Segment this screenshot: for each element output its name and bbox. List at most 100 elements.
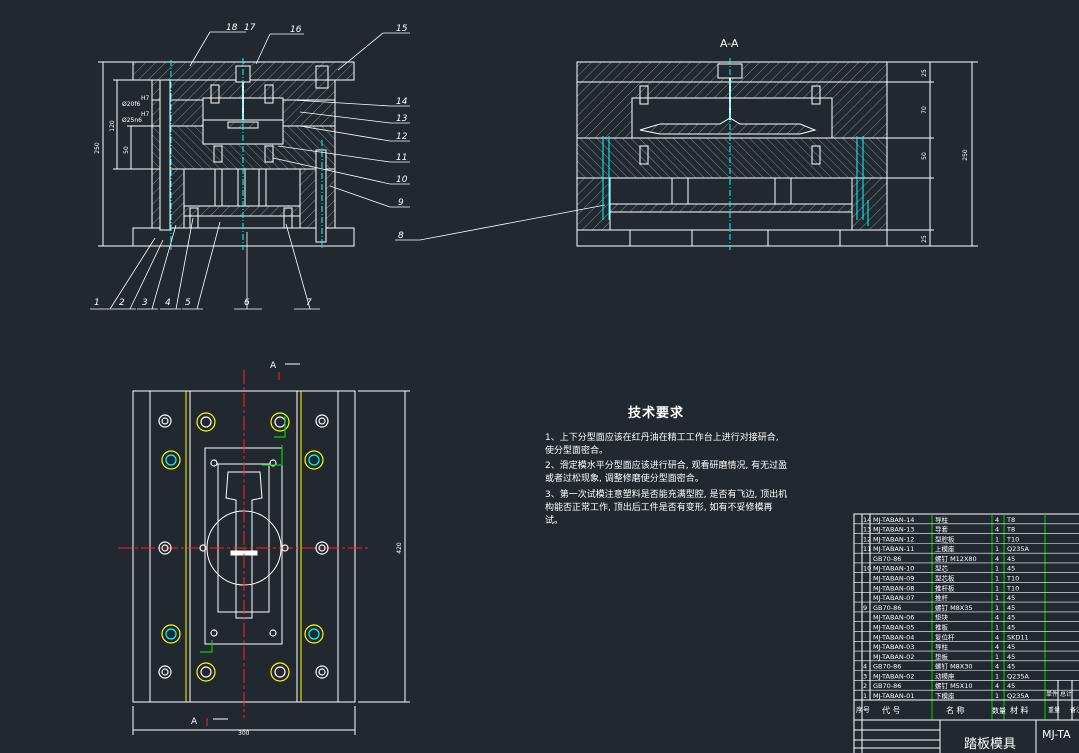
bom-cell-qty: 1 bbox=[995, 604, 999, 612]
bom-cell-name: 型腔板 bbox=[935, 534, 955, 543]
front-section-view bbox=[98, 58, 355, 250]
bom-cell-name: 型芯 bbox=[935, 564, 949, 573]
bom-cell-mat: 45 bbox=[1007, 623, 1015, 631]
bom-cell-qty: 1 bbox=[995, 594, 999, 602]
bom-header-mat: 材 料 bbox=[1010, 705, 1029, 715]
bom-cell-mat: T10 bbox=[1006, 575, 1019, 583]
tech-line-1: 1、上下分型面应该在红丹油在精工工作台上进行对接研合, bbox=[545, 433, 779, 443]
dim-sect-bottom: 25 bbox=[921, 235, 928, 243]
bom-cell-code: MJ-TABAN-03 bbox=[873, 643, 914, 651]
bom-cell-code: GB70-86 bbox=[873, 663, 901, 671]
bom-cell-mat: 45 bbox=[1007, 653, 1015, 661]
bom-cell-qty: 1 bbox=[995, 575, 999, 583]
bom-cell-code: MJ-TABAN-02 bbox=[873, 653, 914, 661]
bom-header-name: 名 称 bbox=[946, 705, 965, 715]
bom-cell-code: MJ-TABAN-12 bbox=[873, 535, 914, 543]
balloon-5: 5 bbox=[185, 298, 191, 308]
bom-cell-qty: 1 bbox=[995, 623, 999, 631]
bom-cell-no: 4 bbox=[863, 663, 867, 671]
section-arrow-label-bottom: A bbox=[191, 717, 198, 727]
bom-cell-no: 13 bbox=[863, 526, 871, 534]
bom-cell-code: MJ-TABAN-01 bbox=[873, 692, 914, 700]
bom-header: 序号 代 号 名 称 数量 材 料 单件 总计 重量 备注 踏板模具 MJ-TA bbox=[856, 690, 1079, 752]
bom-cell-code: GB70-86 bbox=[873, 555, 901, 563]
bom-cell-code: MJ-TABAN-10 bbox=[873, 565, 914, 573]
bom-cell-mat: 45 bbox=[1007, 565, 1015, 573]
balloon-7: 7 bbox=[306, 298, 312, 308]
bom-cell-no: 10 bbox=[863, 565, 871, 573]
bom-cell-qty: 4 bbox=[995, 633, 999, 641]
bom-cell-qty: 4 bbox=[995, 516, 999, 524]
bom-cell-name: 导套 bbox=[935, 525, 949, 534]
bom-cell-no: 1 bbox=[863, 692, 867, 700]
bom-cell-code: MJ-TABAN-04 bbox=[873, 633, 914, 641]
tech-line-4: 或者过松现象, 调整修磨使分型面密合。 bbox=[545, 474, 704, 484]
bom-cell-qty: 1 bbox=[995, 692, 999, 700]
tech-requirements-title: 技术要求 bbox=[628, 406, 685, 421]
bom-cell-mat: 45 bbox=[1007, 555, 1015, 563]
bom-cell-no: 14 bbox=[863, 516, 871, 524]
part-balloons: 18 17 16 15 14 13 12 11 10 9 8 1 2 3 4 5… bbox=[94, 23, 408, 308]
balloon-3: 3 bbox=[142, 298, 148, 308]
section-arrow-label-top: A bbox=[270, 361, 277, 371]
plan-labels: A A 300 420 bbox=[191, 361, 403, 737]
tech-line-2: 使分型面密合。 bbox=[545, 446, 609, 456]
balloon-16: 16 bbox=[290, 25, 302, 35]
balloon-13: 13 bbox=[396, 114, 408, 124]
balloon-11: 11 bbox=[396, 153, 407, 163]
bom-header-remark: 备注 bbox=[1070, 706, 1079, 714]
bom-cell-qty: 1 bbox=[995, 565, 999, 573]
bom-cell-mat: 45 bbox=[1007, 663, 1015, 671]
bom-cell-name: 推板 bbox=[935, 622, 949, 631]
bom-header-unit: 单件 bbox=[1046, 690, 1058, 698]
dim-sect-top: 25 bbox=[921, 69, 928, 77]
bom-cell-mat: Q235A bbox=[1007, 545, 1030, 553]
bom-header-qty: 数量 bbox=[992, 706, 1006, 715]
bom-cell-mat: SKD11 bbox=[1007, 633, 1029, 641]
bom-cell-name: 导柱 bbox=[935, 642, 949, 651]
bom-cell-qty: 4 bbox=[995, 643, 999, 651]
balloon-15: 15 bbox=[396, 24, 408, 34]
bom-cell-mat: T8 bbox=[1006, 526, 1015, 534]
bom-cell-no: 3 bbox=[863, 672, 867, 680]
bom-cell-mat: T8 bbox=[1006, 516, 1015, 524]
bom-cell-name: 上模座 bbox=[935, 544, 955, 553]
front-dimensions: 250 120 50 H7 Ø20f6 H7 Ø25n6 bbox=[94, 95, 150, 154]
part-leaders bbox=[90, 31, 606, 310]
bom-cell-qty: 4 bbox=[995, 555, 999, 563]
tech-line-5: 3、第一次试模注意塑料是否能充满型腔, 是否有飞边, 顶出机 bbox=[545, 490, 788, 500]
fit-label-2: H7 bbox=[141, 111, 150, 118]
bom-cell-mat: T10 bbox=[1006, 535, 1019, 543]
bom-cell-qty: 4 bbox=[995, 663, 999, 671]
bom-cell-mat: Q235A bbox=[1007, 692, 1030, 700]
bom-cell-name: 推杆板 bbox=[935, 583, 955, 592]
dim-front-120: 120 bbox=[109, 120, 116, 132]
bom-cell-code: MJ-TABAN-07 bbox=[873, 594, 914, 602]
bom-cell-name: 螺钉 M5X10 bbox=[935, 681, 973, 690]
bom-cell-name: 螺钉 M8X35 bbox=[935, 603, 973, 612]
bom-header-code: 代 号 bbox=[882, 705, 901, 715]
fit-label-1b: Ø20f6 bbox=[122, 101, 140, 108]
bom-cell-qty: 4 bbox=[995, 682, 999, 690]
balloon-18: 18 bbox=[226, 23, 238, 33]
bom-cell-no: 9 bbox=[863, 604, 867, 612]
balloon-10: 10 bbox=[396, 175, 408, 185]
plan-view bbox=[118, 363, 410, 735]
bom-cell-mat: 45 bbox=[1007, 682, 1015, 690]
bom-cell-no: 12 bbox=[863, 535, 871, 543]
balloon-14: 14 bbox=[396, 97, 408, 107]
bom-cell-mat: T10 bbox=[1006, 584, 1019, 592]
bom-cell-name: 推杆 bbox=[935, 593, 949, 602]
bom-cell-code: MJ-TABAN-06 bbox=[873, 614, 914, 622]
bom-cell-name: 下模座 bbox=[935, 691, 955, 700]
bom-cell-qty: 1 bbox=[995, 584, 999, 592]
balloon-12: 12 bbox=[396, 132, 408, 142]
bom-cell-mat: Q235A bbox=[1007, 672, 1030, 680]
balloon-9: 9 bbox=[398, 198, 404, 208]
bom-header-total: 总计 bbox=[1060, 690, 1072, 698]
dim-front-total: 250 bbox=[94, 142, 101, 154]
balloon-4: 4 bbox=[165, 298, 171, 308]
balloon-6: 6 bbox=[244, 298, 250, 308]
balloon-1: 1 bbox=[94, 298, 100, 308]
